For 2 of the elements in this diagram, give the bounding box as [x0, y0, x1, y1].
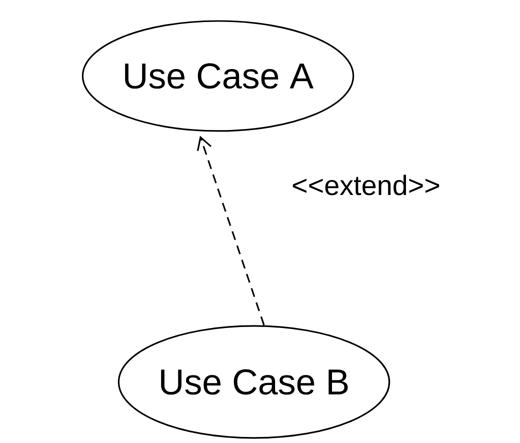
edge-label: <<extend>> — [292, 174, 440, 196]
extend-arrow — [196, 136, 265, 326]
